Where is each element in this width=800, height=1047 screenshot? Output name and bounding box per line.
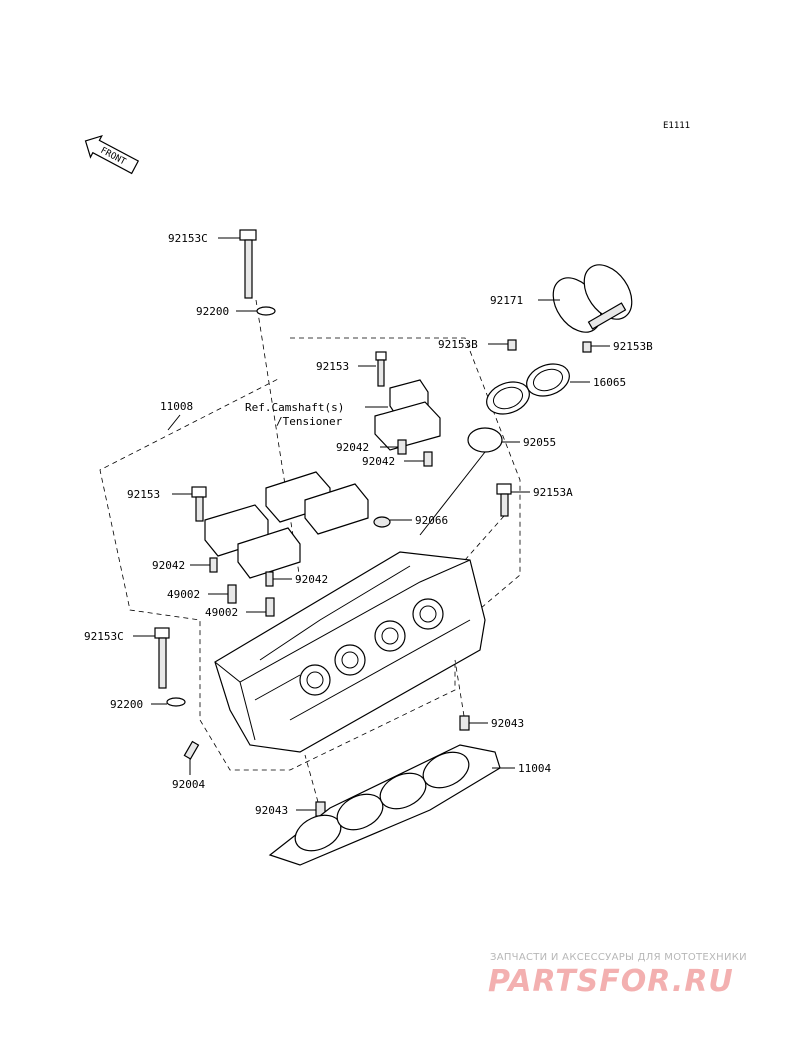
label-92042-a: 92042 [336,441,369,454]
head-gasket-11004 [268,744,515,866]
label-11008: 11008 [160,400,193,413]
pin-49002-b [246,597,275,617]
dowel-92042-b [404,451,433,467]
label-92171: 92171 [490,294,523,307]
dowel-92043-a [454,659,488,731]
front-arrow-icon: FRONT [84,134,140,175]
watermark-tagline: ЗАПЧАСТИ И АКСЕССУАРЫ ДЛЯ МОТОТЕХНИКИ [490,952,747,963]
label-92153b-right: 92153B [613,340,653,353]
washer-92200-top [236,306,276,316]
label-92042-c: 92042 [152,559,185,572]
label-92200-top: 92200 [196,305,229,318]
label-92042-d: 92042 [295,573,328,586]
label-92153c-top: 92153C [168,232,208,245]
label-92153-left: 92153 [127,488,160,501]
bolt-92153-mid [358,351,387,387]
cylinder-head [214,551,486,753]
label-92066: 92066 [415,514,448,527]
ref-camshaft-text: Ref.Camshaft(s) [245,401,344,414]
watermark-logo: PARTSFOR.RU [488,964,734,999]
dowel-92042-c [190,557,218,573]
bolt-92153c-low [133,627,170,689]
label-92153c-low: 92153C [84,630,124,643]
bolt-92153-left [172,486,207,522]
label-92004: 92004 [172,778,205,791]
label-92153-mid: 92153 [316,360,349,373]
cam-holder-upper [374,379,441,451]
screw-92153b-left [488,339,517,351]
holder-16065 [486,363,590,415]
label-92055: 92055 [523,436,556,449]
assembly-frame [99,337,521,771]
plug-92066 [373,516,412,528]
dowel-92042-a [380,439,407,455]
o-ring-92055 [419,427,520,536]
label-11004: 11004 [518,762,551,775]
label-16065: 16065 [593,376,626,389]
label-92200-low: 92200 [110,698,143,711]
bolt-92153a [464,483,530,561]
ref-tensioner-text: /Tensioner [276,415,343,428]
dowel-92043-b [296,754,326,817]
label-92153b-left: 92153B [438,338,478,351]
camshaft-holders [204,471,369,579]
washer-92200-low [151,697,186,707]
pin-49002-a [208,584,237,604]
label-92043-b: 92043 [255,804,288,817]
label-92042-b: 92042 [362,455,395,468]
stud-92004 [183,740,200,775]
screw-92153b-right [582,341,610,353]
diagram-code: E1111 [663,121,690,131]
dowel-92042-d [265,571,292,587]
label-49002-b: 49002 [205,606,238,619]
clamp-92171 [538,264,633,333]
label-92153a: 92153A [533,486,573,499]
label-92043-a: 92043 [491,717,524,730]
label-49002-a: 49002 [167,588,200,601]
